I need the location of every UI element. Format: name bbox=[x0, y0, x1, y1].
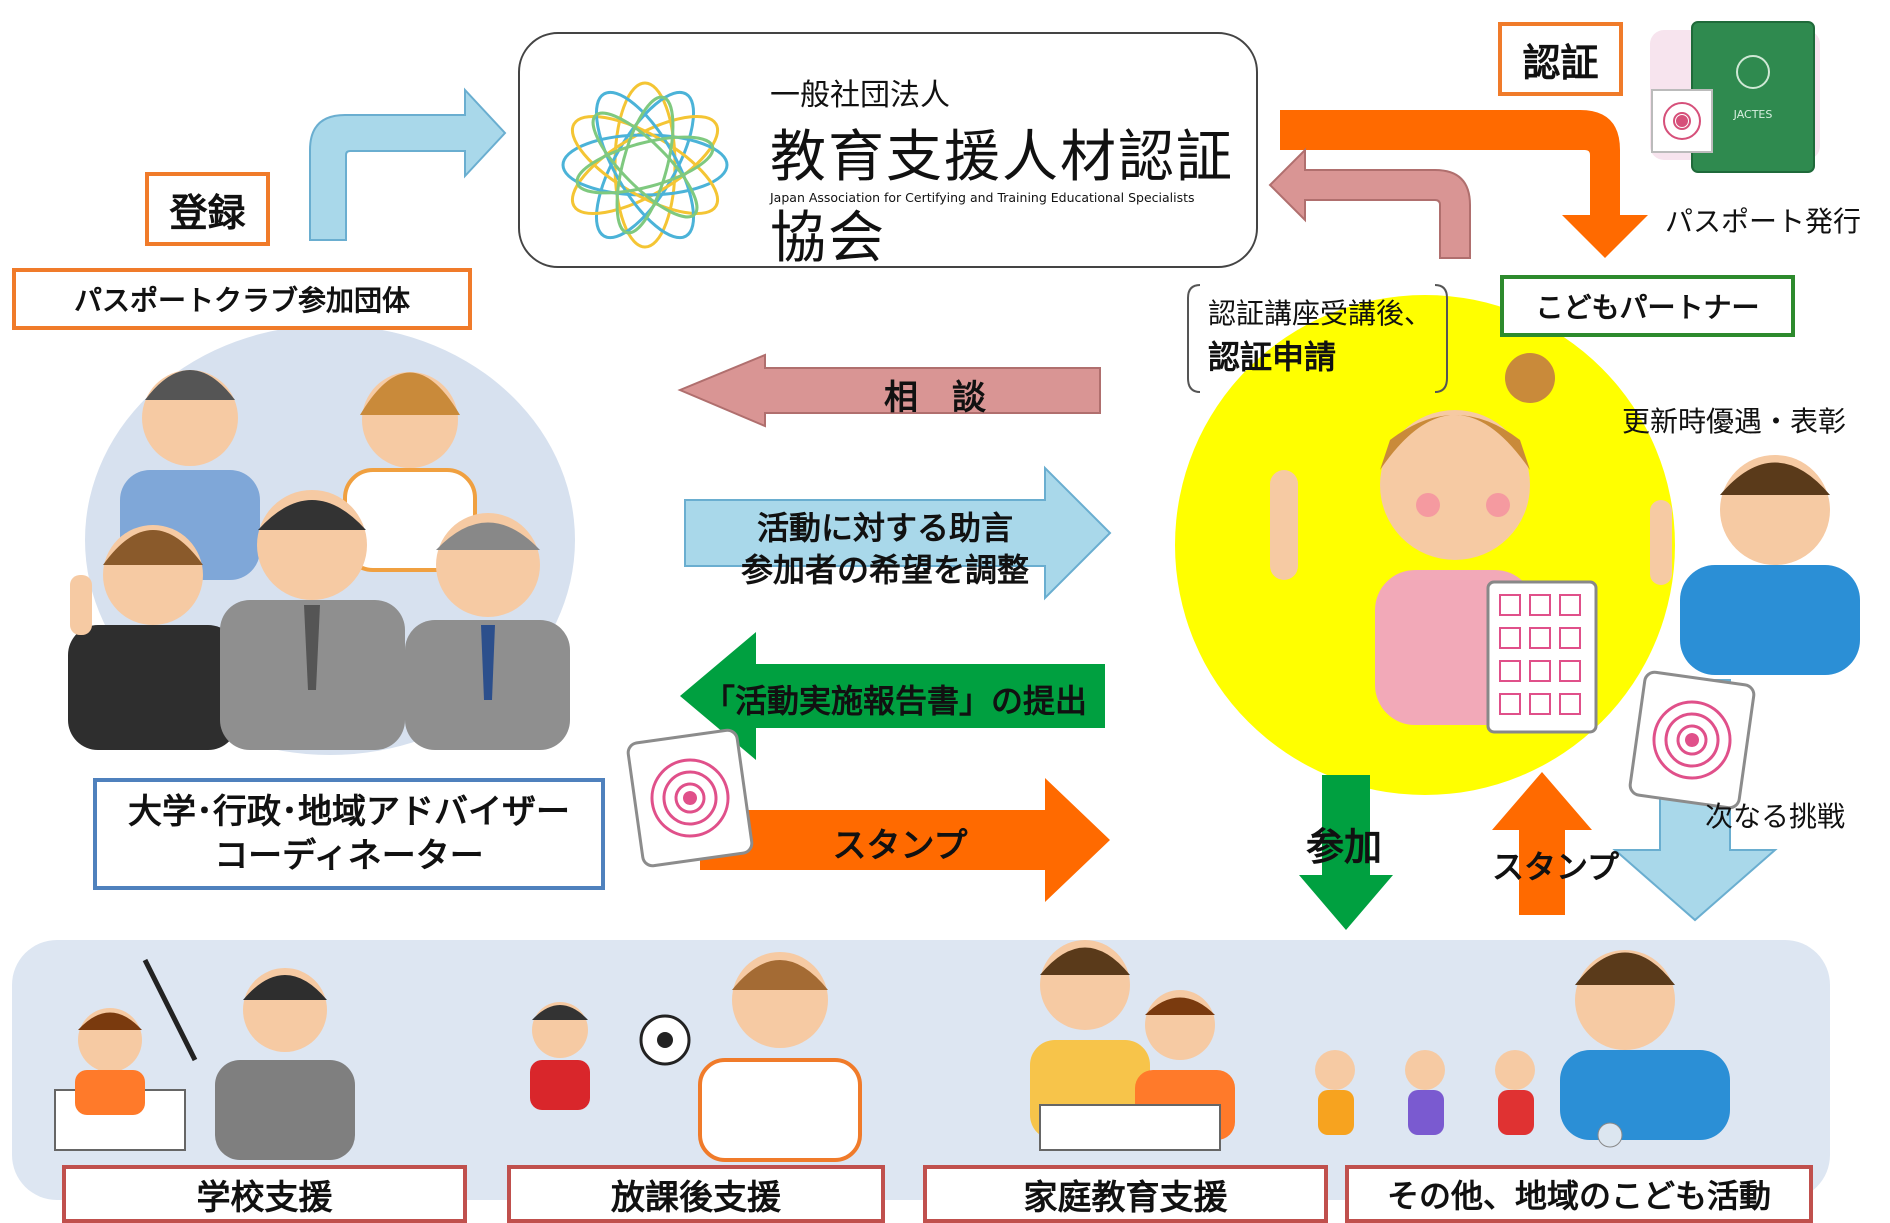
activity-after-school-support: 放課後支援 bbox=[507, 1165, 885, 1223]
activity-community-children: その他、地域のこども活動 bbox=[1345, 1165, 1813, 1223]
home-education-support-illustration bbox=[1030, 940, 1235, 1151]
advice-label: 活動に対する助言 参加者の希望を調整 bbox=[690, 508, 1080, 591]
renewal-man-illustration bbox=[1650, 455, 1860, 675]
apply-note: 認証講座受講後、 認証申請 bbox=[1208, 292, 1432, 378]
apply-bracket-left bbox=[1187, 284, 1201, 393]
stamp-label: スタンプ bbox=[832, 826, 968, 866]
after-school-support-illustration bbox=[530, 952, 862, 1162]
stamp-card-right-icon bbox=[1628, 670, 1756, 810]
advisor-person-icon bbox=[220, 490, 405, 750]
consult-label: 相 談 bbox=[884, 378, 986, 418]
passport-logo-text: JACTES bbox=[1733, 108, 1773, 121]
advisor-person-icon bbox=[68, 525, 238, 750]
association-box: 一般社団法人 教育支援人材認証協会 Japan Association for … bbox=[518, 32, 1258, 271]
activity-panel bbox=[12, 940, 1830, 1200]
next-challenge-label: 次なる挑戦 bbox=[1705, 800, 1846, 833]
advisors-line1: 大学･行政･地域アドバイザー bbox=[128, 791, 570, 832]
registration-label: 登録 bbox=[145, 172, 270, 246]
apply-note-line2: 認証申請 bbox=[1208, 338, 1337, 376]
association-prefix: 一般社団法人 bbox=[770, 78, 950, 113]
advice-line2: 参加者の希望を調整 bbox=[740, 550, 1029, 589]
advisor-group-illustration bbox=[68, 370, 570, 750]
certification-arrow bbox=[1280, 110, 1648, 258]
advisors-box: 大学･行政･地域アドバイザー コーディネーター bbox=[93, 778, 605, 890]
stamp-card-left-icon bbox=[626, 728, 754, 868]
partner-woman-illustration bbox=[1270, 353, 1598, 734]
registration-arrow bbox=[309, 87, 507, 241]
apply-note-line1: 認証講座受講後、 bbox=[1208, 297, 1433, 330]
advisors-line2: コーディネーター bbox=[214, 836, 484, 876]
consult-arrow bbox=[677, 353, 1101, 428]
passport-issue-label: パスポート発行 bbox=[1665, 205, 1862, 238]
association-name: 教育支援人材認証協会 bbox=[770, 125, 1234, 271]
association-english: Japan Association for Certifying and Tra… bbox=[770, 190, 1195, 205]
passport-club-label: パスポートクラブ参加団体 bbox=[12, 268, 472, 330]
participate-label: 参加 bbox=[1306, 825, 1383, 869]
report-arrow bbox=[680, 632, 1105, 760]
stamp-up-arrow bbox=[1492, 772, 1592, 915]
school-support-illustration bbox=[54, 958, 355, 1160]
association-logo-icon bbox=[561, 81, 729, 249]
passport-book-icon: JACTES bbox=[1650, 21, 1820, 173]
community-children-illustration bbox=[1315, 950, 1730, 1148]
activity-school-support: 学校支援 bbox=[62, 1165, 467, 1223]
report-label: 「活動実施報告書」の提出 bbox=[702, 682, 1087, 720]
kodomo-partner-label: こどもパートナー bbox=[1500, 275, 1795, 337]
renewal-label: 更新時優遇・表彰 bbox=[1622, 405, 1847, 438]
certification-label: 認証 bbox=[1498, 22, 1623, 96]
stamp-arrow bbox=[700, 778, 1110, 902]
activity-home-education-support: 家庭教育支援 bbox=[923, 1165, 1328, 1223]
application-arrow bbox=[1268, 147, 1471, 259]
advisor-person-icon bbox=[405, 513, 570, 750]
apply-bracket-right bbox=[1434, 284, 1448, 393]
advice-line1: 活動に対する助言 bbox=[756, 509, 1013, 547]
advice-arrow bbox=[684, 465, 1112, 601]
participate-arrow bbox=[1299, 775, 1393, 930]
stamp-vertical-label: スタンプ bbox=[1492, 848, 1620, 886]
